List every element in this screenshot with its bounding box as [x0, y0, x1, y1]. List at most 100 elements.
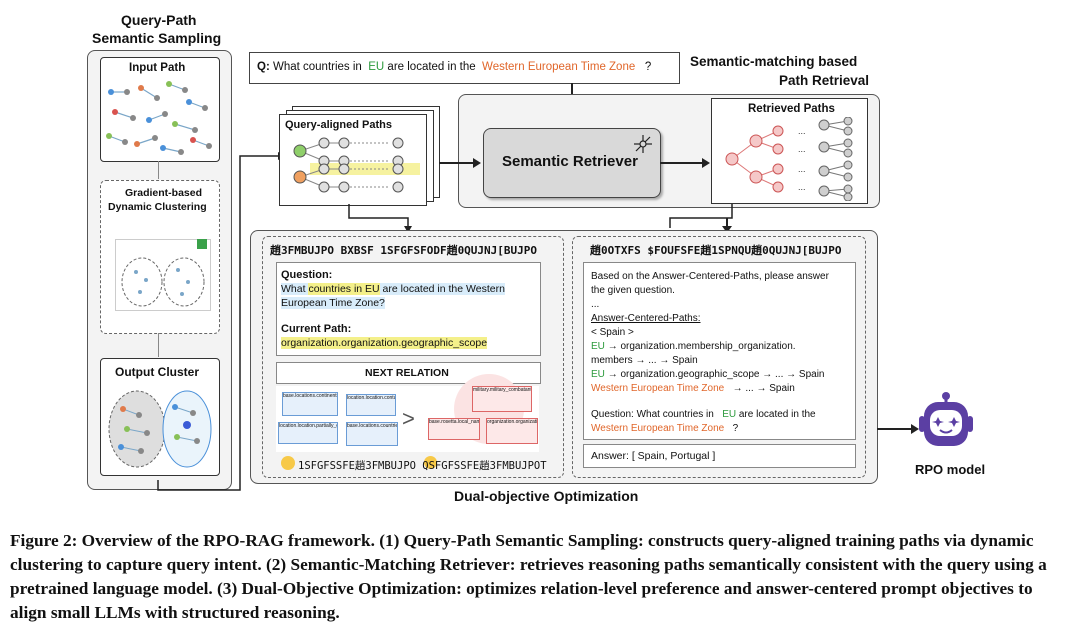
arrow-input-to-cluster: [158, 161, 159, 179]
relation-preference-section: [262, 236, 564, 478]
answer-box: Answer: [ Spain, Portugal ]: [583, 444, 856, 468]
acp-line-3-entity: EU: [591, 369, 605, 380]
next-relation-label: NEXT RELATION: [365, 367, 449, 379]
chevron-right-icon: >: [402, 406, 415, 431]
prompt-question-pre: Question: What countries in: [591, 409, 714, 420]
svg-text:...: ...: [798, 126, 806, 136]
answer-prompt-section: [572, 236, 866, 478]
current-path-text: organization.organization.geographic_sco…: [281, 337, 488, 349]
aligned-paths-graphic: [293, 137, 420, 193]
question-line-2-text: European Time Zone?: [281, 297, 385, 309]
relation-left-2: location.location.partially_containedby: [278, 422, 338, 444]
acp-line-2: members → ... → Spain: [591, 355, 698, 366]
acp-spain: < Spain >: [591, 327, 634, 338]
query-entity-wet: Western European Time Zone: [482, 61, 636, 73]
query-entity-eu: EU: [368, 61, 385, 73]
svg-text:...: ...: [798, 182, 806, 192]
arrow-right-drop: [726, 218, 728, 228]
prompt-line-1: Based on the Answer-Centered-Paths, plea…: [591, 271, 829, 282]
arrow-right-drop-head: [722, 226, 732, 233]
prompt-question-entity1: EU: [722, 409, 737, 420]
acp-line-3-rest: → organization.geographic_scope → ... → …: [607, 369, 825, 380]
arrow-retriever-retrieved: [660, 162, 704, 164]
prompt-question-mid: are located in the: [738, 409, 816, 420]
arrows-into-optimization: [348, 204, 733, 233]
happy-face-icon: [281, 456, 295, 470]
relation-right-3: organization.organization.founders: [486, 418, 538, 444]
question-box: Question: What countries in EU are locat…: [276, 262, 541, 356]
acp-line-1-entity: EU: [591, 341, 605, 352]
figure-caption: Figure 2: Overview of the RPO-RAG framew…: [10, 531, 1047, 622]
prompt-box: Based on the Answer-Centered-Paths, plea…: [583, 262, 856, 440]
query-part1: What countries in: [272, 61, 362, 73]
prompt-question-line-2: Western European Time Zone ?: [591, 423, 738, 434]
question-label: Question:: [281, 269, 333, 281]
optimization-title: Dual-objective Optimization: [454, 488, 639, 504]
relation-right-1: military.military_combatant.includes_all…: [472, 386, 532, 412]
aligned-paths-label: Query-aligned Paths: [285, 119, 392, 131]
query-box: Q: What countries in EU are located in t…: [249, 52, 680, 84]
svg-text:...: ...: [798, 164, 806, 174]
arrow-aligned-retriever: [439, 162, 475, 164]
rpo-model-label: RPO model: [915, 462, 986, 477]
sad-face-icon: [424, 456, 437, 469]
question-highlight: countries in EU: [308, 283, 380, 295]
relation-left-1: base.locations.continents.countries_with…: [282, 392, 338, 416]
query-suffix: ?: [644, 61, 652, 73]
arrow-aligned-retriever-head: [473, 158, 481, 168]
question-pre: What: [281, 283, 309, 295]
sampling-title-2: Semantic Sampling: [92, 30, 222, 46]
acp-line-4-entity: Western European Time Zone: [591, 383, 725, 394]
svg-text:...: ...: [798, 144, 806, 154]
input-path-label: Input Path: [129, 62, 186, 74]
sampling-title-1: Query-Path: [121, 12, 197, 28]
question-line-1: What countries in EU are located in the …: [281, 283, 505, 295]
clustering-label-1: Gradient-based: [125, 187, 203, 199]
check-icon: [197, 239, 207, 249]
network-icon: [634, 135, 652, 153]
query-prefix: Q:: [257, 61, 270, 73]
relation-candidates: base.locations.continents.countries_with…: [276, 374, 539, 452]
relation-left-3: base.locations.countries.continent: [346, 422, 398, 446]
retrieval-title-2: Path Retrieval: [779, 73, 870, 88]
current-path-value: organization.organization.geographic_sco…: [281, 337, 488, 349]
answer-text: Answer: [ Spain, Portugal ]: [591, 450, 716, 462]
prompt-question-line: Question: What countries in EU are locat…: [591, 409, 816, 420]
prompt-ellipsis: ...: [591, 299, 600, 310]
question-post: are located in the Western: [379, 283, 505, 295]
acp-line-3: EU → organization.geographic_scope → ...…: [591, 369, 824, 380]
arrow-retriever-retrieved-head: [702, 158, 710, 168]
retrieval-title-1: Semantic-matching based: [690, 54, 858, 69]
output-cluster-graphic: [108, 390, 212, 468]
acp-line-4: Western European Time Zone → ... → Spain: [591, 383, 795, 394]
answer-prompt-header: 趙0OTXFS $FOUFSFE趙1SPNQU趙0QUJNJ[BUJPO: [590, 244, 842, 257]
semantic-retriever-label: Semantic Retriever: [502, 153, 638, 170]
input-paths-graphic: [106, 81, 212, 155]
prompt-question-suffix: ?: [732, 423, 739, 434]
clustering-label-2: Dynamic Clustering: [108, 201, 207, 213]
arrow-to-model-head: [911, 424, 919, 434]
retrieved-paths-card: Retrieved Paths ............: [711, 98, 868, 204]
prompt-question-entity2: Western European Time Zone: [591, 423, 725, 434]
semantic-retriever-box: Semantic Retriever: [483, 128, 661, 198]
preference-line: 1SFGFSSFE趙3FMBUJPO QSFGFSSFE趙3FMBUJPOT: [298, 460, 547, 472]
acp-line-1-rest: → organization.membership_organization.: [607, 341, 796, 352]
relation-right-2: base.rosetta.local_name.language_spoken: [428, 418, 480, 440]
clustering-box: Gradient-based Dynamic Clustering: [100, 180, 220, 334]
arrow-cluster-to-output: [158, 333, 159, 357]
retrieved-paths-label: Retrieved Paths: [748, 103, 835, 115]
aligned-paths-card: Query-aligned Paths: [279, 114, 427, 206]
arrow-to-model: [877, 428, 913, 430]
question-line-2: European Time Zone?: [281, 297, 385, 309]
clustering-plot: [115, 239, 211, 311]
current-path-label: Current Path:: [281, 323, 352, 335]
query-part2: are located in the: [387, 61, 476, 73]
output-cluster-label: Output Cluster: [115, 365, 199, 379]
relation-preference-header: 趙3FMBUJPO BXBSF 1SFGFSFODF趙0QUJNJ[BUJPO: [270, 244, 538, 257]
relation-left-4: location.location.containedby: [346, 394, 396, 416]
acp-line-4-rest: → ... → Spain: [732, 383, 795, 394]
output-cluster-box: Output Cluster: [100, 358, 220, 476]
prompt-line-2: the given question.: [591, 285, 675, 296]
acp-line-1: EU → organization.membership_organizatio…: [591, 341, 796, 352]
retrieved-paths-graphic: ............: [725, 117, 853, 201]
